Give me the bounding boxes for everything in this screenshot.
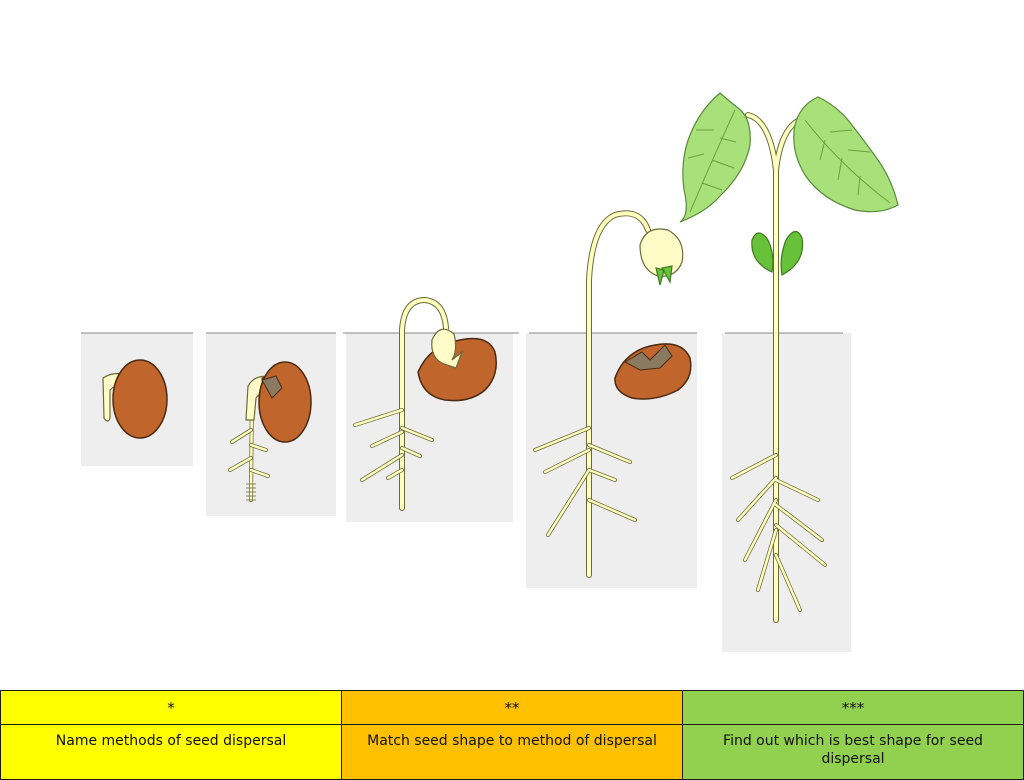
stage-2 xyxy=(206,332,336,516)
differentiation-table: * ** *** Name methods of seed dispersal … xyxy=(0,690,1024,780)
cotyledon-leaf xyxy=(780,230,804,276)
true-leaf-right xyxy=(793,96,899,213)
cotyledons xyxy=(431,328,464,369)
tier-3-stars: *** xyxy=(682,690,1024,725)
tier-2-task: Match seed shape to method of dispersal xyxy=(341,724,683,780)
stage-5 xyxy=(679,92,899,652)
stage-4 xyxy=(526,210,697,588)
tier-2-stars: ** xyxy=(341,690,683,725)
germination-illustration: .soil { fill:#eeeeee; } .ground { stroke… xyxy=(81,92,899,652)
soil-block xyxy=(722,333,851,652)
tier-task-row: Name methods of seed dispersal Match see… xyxy=(0,724,1024,780)
bean-seed xyxy=(258,361,312,443)
stage-3 xyxy=(343,297,519,522)
true-leaf-left xyxy=(679,92,751,223)
bean-seed xyxy=(112,359,168,439)
cotyledon-leaf xyxy=(751,232,774,273)
tier-3-task: Find out which is best shape for seed di… xyxy=(682,724,1024,780)
tier-1-stars: * xyxy=(0,690,342,725)
tier-stars-row: * ** *** xyxy=(0,690,1024,725)
stage-1 xyxy=(81,332,193,466)
cotyledons xyxy=(639,228,684,277)
tier-1-task: Name methods of seed dispersal xyxy=(0,724,342,780)
